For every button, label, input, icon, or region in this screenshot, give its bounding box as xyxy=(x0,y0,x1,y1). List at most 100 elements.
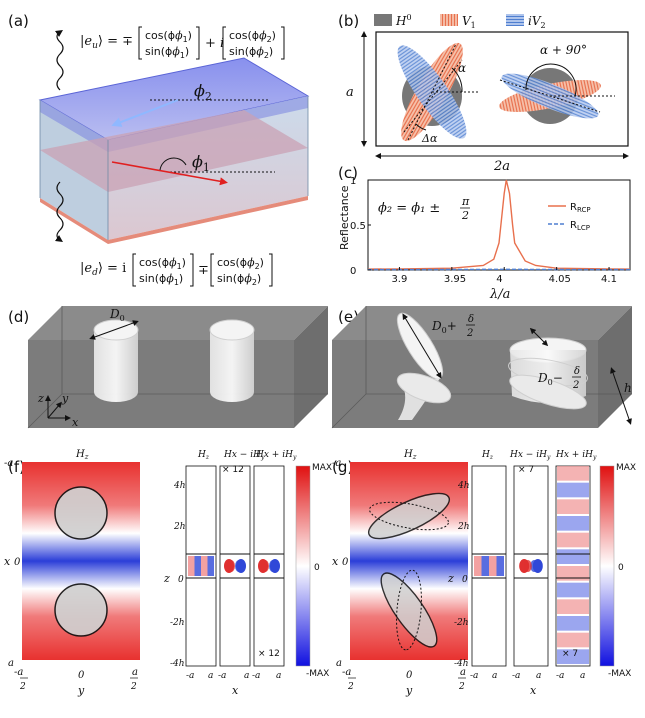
x-tick-label: 4.1 xyxy=(601,274,617,285)
svg-text:2: 2 xyxy=(19,682,26,692)
field-stripe xyxy=(557,599,589,614)
box-d-side xyxy=(294,306,328,428)
downward-wave-arrow xyxy=(55,181,64,242)
field-spot xyxy=(261,560,269,572)
legend-iv2-swatch xyxy=(506,14,524,26)
field-stripe xyxy=(557,482,589,498)
g-mult-top: × 7 xyxy=(518,465,534,475)
field-stripe xyxy=(557,499,589,514)
field-stripe xyxy=(557,566,589,581)
box-d-top xyxy=(28,306,328,340)
svg-text:y: y xyxy=(77,684,85,697)
svg-text:z: z xyxy=(163,572,170,585)
g-thin-maps xyxy=(471,465,591,667)
series-line-rrcp xyxy=(367,179,631,270)
svg-text:sin(ϕϕ2): sin(ϕϕ2) xyxy=(217,272,261,287)
f-bottom-ticks: -a 2 0 a 2 y xyxy=(14,667,138,697)
phi1-arrow xyxy=(111,161,228,186)
f-x-label: x xyxy=(4,555,11,568)
legend-v1-label: V1 xyxy=(462,14,476,30)
f-thin-maps xyxy=(185,465,285,667)
svg-text:2: 2 xyxy=(466,328,473,339)
field-blob xyxy=(474,556,482,576)
panel-g: (g) Hz -a x 0 a -a 2 0 a 2 y Hz Hx − iHy… xyxy=(332,449,636,697)
ed-equation: |ed⟩ = i cos(ϕϕ1) sin(ϕϕ1) ∓ cos(ϕϕ2) si… xyxy=(80,253,273,287)
eu-equation: |eu⟩ = ∓ cos(ϕϕ1) sin(ϕϕ1) + i cos(ϕϕ2) … xyxy=(80,26,285,60)
f-mult-top: × 12 xyxy=(222,465,244,475)
phi2-arrow xyxy=(111,99,179,127)
svg-text:cos(ϕϕ1): cos(ϕϕ1) xyxy=(139,256,186,271)
g-cbar-max: MAX xyxy=(616,463,636,473)
field-spot xyxy=(236,559,246,573)
svg-text:-2h: -2h xyxy=(170,618,185,628)
svg-text:a: a xyxy=(536,671,541,681)
x-tick-label: 3.95 xyxy=(444,274,466,285)
svg-text:-a: -a xyxy=(14,667,23,678)
svg-text:-a: -a xyxy=(218,671,226,681)
svg-text:+ i: + i xyxy=(205,36,224,51)
legend-iv2-label: iV2 xyxy=(528,14,546,30)
f-cbar-min: -MAX xyxy=(306,669,329,679)
svg-text:a: a xyxy=(208,671,213,681)
field-stripe xyxy=(557,549,589,564)
legend-v1-swatch xyxy=(440,14,458,26)
twisted-ellipse-bottom-dashed xyxy=(396,569,422,651)
panel-f-letter: (f) xyxy=(8,458,25,476)
height-h-label: h xyxy=(624,381,632,395)
f-left-bot-tick: a xyxy=(8,658,14,669)
f-cbar-max: MAX xyxy=(312,463,332,473)
field-spot xyxy=(227,560,235,572)
svg-text:4h: 4h xyxy=(173,481,186,491)
axis-x-label: x xyxy=(72,416,79,429)
field-blob xyxy=(201,556,208,576)
g-x-label: x xyxy=(332,555,339,568)
disk-bottom-f xyxy=(54,583,108,637)
field-stripe xyxy=(557,532,589,548)
field-stripe xyxy=(557,632,589,648)
svg-text:-a: -a xyxy=(470,671,478,681)
y-tick-label: 0 xyxy=(350,266,356,277)
svg-text:a: a xyxy=(492,671,497,681)
delta-alpha-label: Δα xyxy=(421,132,438,145)
svg-text:2: 2 xyxy=(458,682,465,692)
g-z-axis: 4h 2h z 0 -2h -4h xyxy=(447,481,470,669)
field-stripe xyxy=(557,466,589,481)
lower-layer-top xyxy=(40,110,308,192)
box-d-front xyxy=(28,340,294,428)
cylinder-2-top xyxy=(209,319,255,341)
g-cbar-zero: 0 xyxy=(618,563,624,573)
y-axis-label: Reflectance xyxy=(338,185,351,250)
svg-text:D0−: D0− xyxy=(537,371,563,387)
svg-text:a: a xyxy=(132,667,138,678)
twisted-ellipse-bottom-solid xyxy=(380,572,438,648)
svg-text:4h: 4h xyxy=(457,481,470,491)
f-hx-minus-title: Hx − iHy xyxy=(223,450,265,461)
svg-text:ϕ₂ = ϕ₁ ±: ϕ₂ = ϕ₁ ± xyxy=(378,201,440,216)
panel-g-letter: (g) xyxy=(332,458,353,476)
alpha-label: α xyxy=(458,61,466,75)
f-cbar-zero: 0 xyxy=(314,563,320,573)
panel-a: (a) ϕ2 ϕ1 |eu⟩ = ∓ cos(ϕϕ1) sin(ϕϕ1) xyxy=(8,12,310,287)
cell-height-label: a xyxy=(346,85,354,100)
svg-text:2h: 2h xyxy=(173,522,186,532)
field-blob xyxy=(207,556,214,576)
cylinder-1-top xyxy=(93,319,139,341)
svg-text:δ: δ xyxy=(468,314,474,325)
field-stripe xyxy=(557,582,589,598)
svg-text:-a: -a xyxy=(186,671,194,681)
svg-text:D0+: D0+ xyxy=(431,319,457,335)
field-blob xyxy=(489,556,497,576)
disk-top-f xyxy=(54,486,108,540)
g-hx-minus-title: Hx − iHy xyxy=(509,450,551,461)
svg-text:-4h: -4h xyxy=(454,659,469,669)
svg-text:x: x xyxy=(232,684,239,697)
svg-text:cos(ϕϕ2): cos(ϕϕ2) xyxy=(229,29,276,44)
svg-text:-2h: -2h xyxy=(454,618,469,628)
svg-text:sin(ϕϕ1): sin(ϕϕ1) xyxy=(139,272,183,287)
field-stripe xyxy=(557,516,589,531)
d0-plus-label: D0+ δ 2 xyxy=(431,314,475,339)
panel-b: (b) H0 V1 iV2 α Δα α + 90° a 2a xyxy=(338,12,629,174)
field-blob xyxy=(481,556,489,576)
